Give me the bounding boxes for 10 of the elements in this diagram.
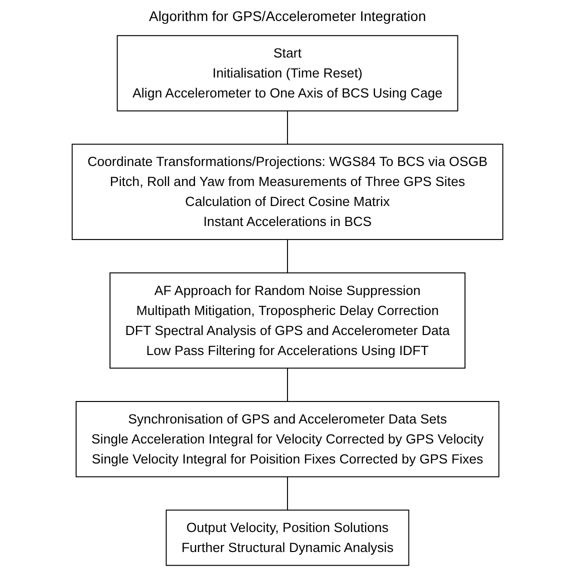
connector [287, 239, 288, 274]
connector [287, 368, 288, 402]
node-box: Output Velocity, Position Solutions Further Structural Dynamic Analysis [166, 510, 410, 566]
node-box: AF Approach for Random Noise Suppression Multipath Mitigation, Tropospheric Delay Correction DFT Spectral Analysis of GPS and Accelerometer Data Low Pass Filtering for Accelerations Using IDFT [110, 272, 466, 369]
connector [287, 476, 288, 511]
connector [287, 110, 288, 145]
node-box: Synchronisation of GPS and Accelerometer Data Sets Single Acceleration Integral for Velocity Corrected by GPS Velocity Single Velocity Integral for Poisition Fixes Corrected by GPS Fixes [76, 401, 500, 478]
node-box: Start Initialisation (Time Reset) Align Accelerometer to One Axis of BCS Using Cage [116, 35, 458, 112]
node-box: Coordinate Transformations/Projections: WGS84 To BCS via OSGB Pitch, Roll and Yaw from Measurements of Three GPS Sites Calculation of Direct Cosine Matrix Instant Accelerations in BCS [72, 144, 504, 240]
diagram-title: Algorithm for GPS/Accelerometer Integration [148, 8, 427, 24]
